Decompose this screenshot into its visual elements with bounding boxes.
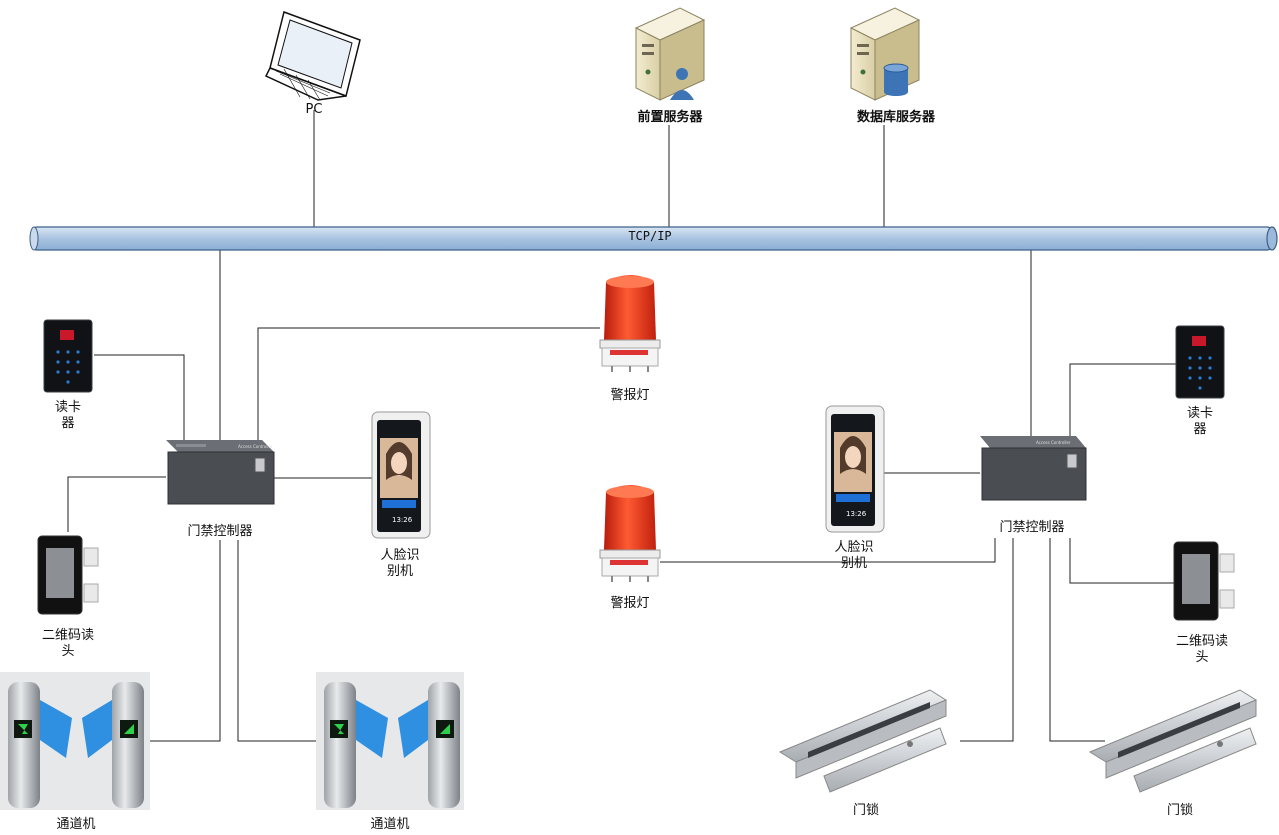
laptop-icon — [264, 11, 361, 101]
alarm-top-label: 警报灯 — [610, 388, 650, 403]
left-card-reader-icon — [43, 319, 93, 393]
alarm-light-top-icon — [599, 275, 661, 372]
left-qr-reader-label: 二维码读 头 — [28, 628, 108, 660]
front-server-label: 前置服务器 — [637, 110, 703, 125]
right-qr-reader-label: 二维码读 头 — [1162, 634, 1242, 666]
svg-text:13:26: 13:26 — [846, 510, 867, 518]
right-qr-reader-label-line-2: 头 — [1195, 650, 1209, 665]
wire-right-lock-2 — [1049, 538, 1105, 742]
pc-label: PC — [305, 102, 323, 117]
wire-right-alarm — [660, 538, 996, 563]
left-gate-1-label: 通道机 — [56, 817, 96, 832]
database-server-label: 数据库服务器 — [856, 110, 935, 125]
wire-left-reader — [94, 354, 185, 440]
right-card-reader-label: 读卡 器 — [1172, 406, 1228, 438]
alarm-light-bottom-icon — [599, 485, 661, 582]
tcp-ip-bus — [29, 226, 1278, 251]
svg-text:Access Controller: Access Controller — [1036, 440, 1071, 445]
wire-right-reader — [1069, 363, 1178, 436]
right-face-terminal-icon: 13:26 — [825, 405, 885, 533]
left-face-label-line-1: 人脸识 — [380, 548, 420, 563]
alarm-bottom-label: 警报灯 — [610, 596, 650, 611]
left-turnstile-1-icon — [0, 672, 150, 810]
wire-left-gate-1 — [150, 540, 221, 742]
right-controller-label: 门禁控制器 — [999, 520, 1065, 535]
right-face-label-line-2: 别机 — [840, 556, 867, 571]
left-turnstile-2-icon — [316, 672, 464, 810]
right-card-reader-icon — [1175, 325, 1225, 399]
left-gate-2-label: 通道机 — [370, 817, 410, 832]
right-magnetic-lock-1-icon — [778, 689, 948, 793]
left-controller-icon: Access Controller — [166, 440, 275, 505]
front-server-icon — [634, 7, 706, 101]
database-server-icon — [849, 7, 921, 101]
wire-left-qr — [67, 476, 166, 532]
left-face-label-line-2: 别机 — [386, 564, 413, 579]
right-face-label: 人脸识 别机 — [818, 540, 890, 572]
left-qr-reader-icon — [37, 535, 99, 615]
wire-left-gate-2 — [237, 540, 316, 742]
wire-right-lock-1 — [960, 538, 1014, 742]
wire-left-alarm — [257, 327, 600, 440]
left-card-reader-label-line-1: 读卡 — [54, 400, 81, 415]
right-magnetic-lock-2-icon — [1088, 689, 1258, 793]
right-qr-reader-label-line-1: 二维码读 — [1175, 634, 1228, 649]
left-face-label: 人脸识 别机 — [364, 548, 436, 580]
left-controller-label: 门禁控制器 — [187, 524, 253, 539]
right-qr-reader-icon — [1173, 541, 1235, 621]
left-face-terminal-icon: 13:26 — [371, 411, 431, 539]
right-lock-1-label: 门锁 — [852, 803, 879, 818]
left-card-reader-label-line-2: 器 — [61, 416, 75, 431]
left-card-reader-label: 读卡 器 — [40, 400, 96, 432]
right-card-reader-label-line-1: 读卡 — [1186, 406, 1213, 421]
left-qr-reader-label-line-2: 头 — [61, 644, 75, 659]
svg-text:13:26: 13:26 — [392, 516, 413, 524]
left-qr-reader-label-line-1: 二维码读 — [41, 628, 94, 643]
svg-text:Access Controller: Access Controller — [238, 444, 273, 449]
right-card-reader-label-line-2: 器 — [1193, 422, 1207, 437]
right-lock-2-label: 门锁 — [1166, 803, 1193, 818]
connection-lines — [67, 110, 1178, 742]
right-controller-icon: Access Controller — [980, 436, 1087, 501]
wire-right-qr — [1069, 538, 1176, 584]
right-face-label-line-1: 人脸识 — [834, 540, 874, 555]
bus-label: TCP/IP — [628, 229, 672, 243]
